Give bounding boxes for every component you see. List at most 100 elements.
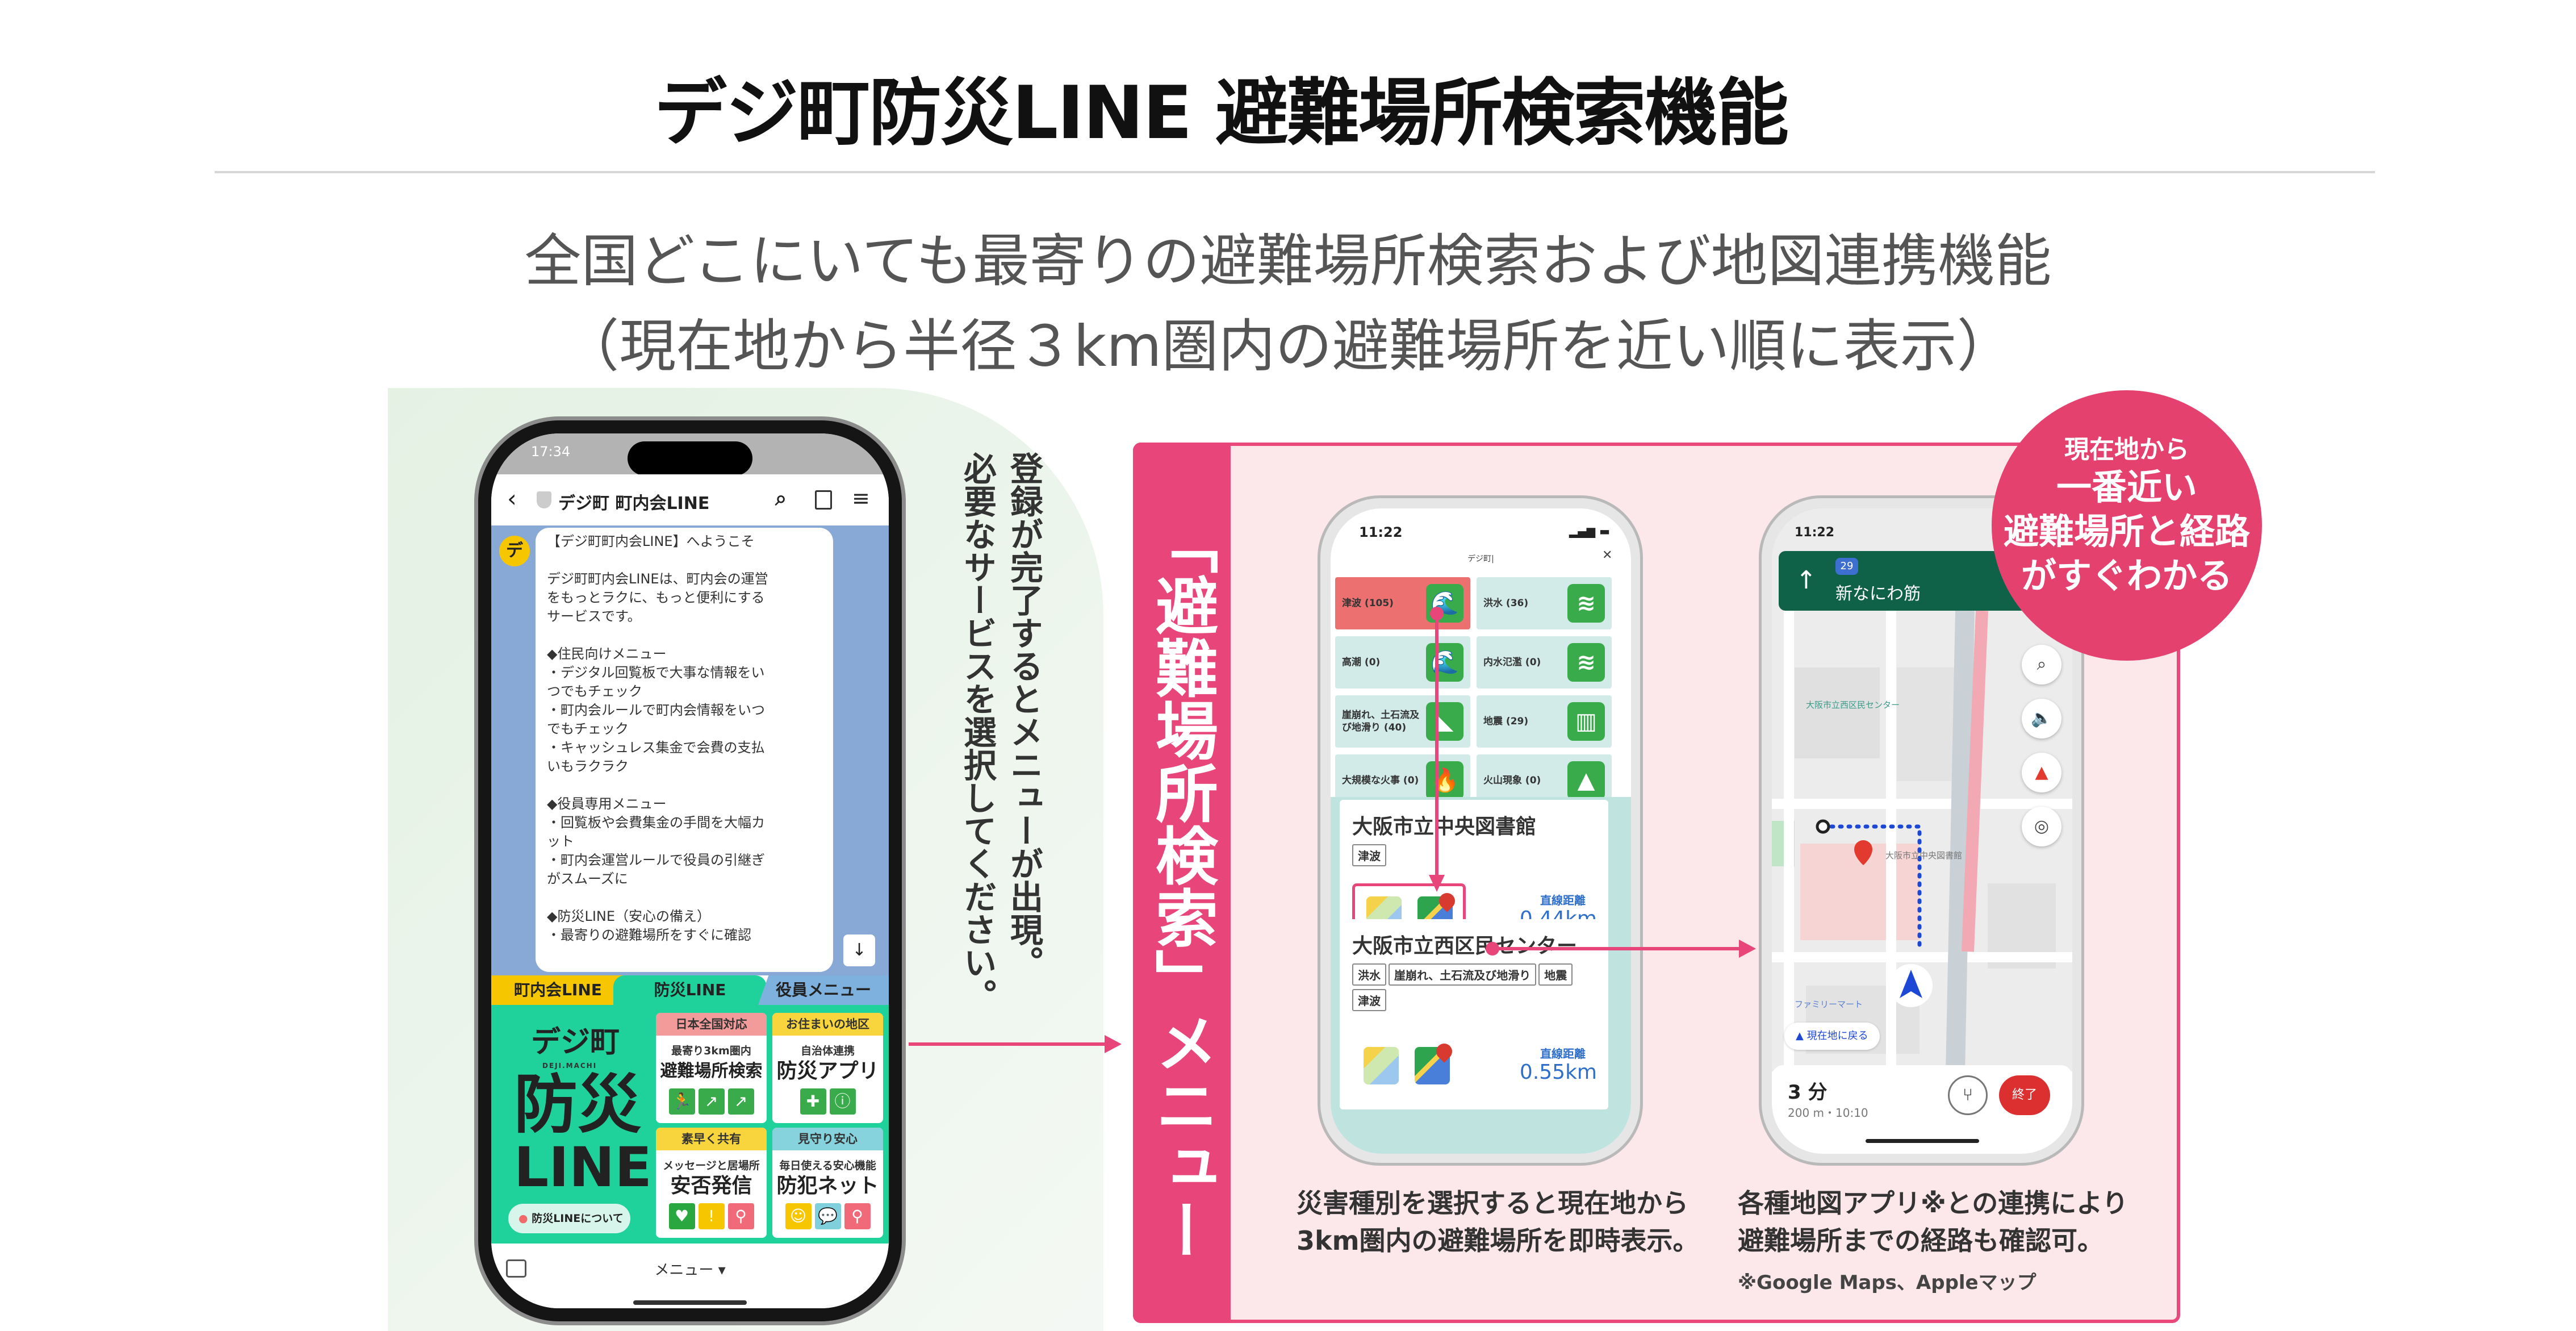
page-title: デジ町防災LINE 避難場所検索機能 [654, 71, 1789, 156]
search-phone: 11:22 ▂▄▆ ▬ デジ町| ✕ 津波 (105)🌊洪水 (36)≋高潮 (… [1318, 495, 1643, 1166]
location-button[interactable]: ◎ [2022, 807, 2061, 846]
map-phone: 11:22 ↑ 29 新なにわ筋 大阪市立西区民センター 大阪市立中央図書館 フ… [1759, 495, 2084, 1166]
location-pin-icon: ⚲ [844, 1203, 871, 1229]
back-icon[interactable]: ‹ [507, 485, 517, 512]
card-header: 素早く共有 [656, 1128, 767, 1150]
route-number-badge: 29 [1835, 558, 1858, 575]
distance-label: 直線距離 [1540, 1047, 1586, 1061]
hazard-tile[interactable]: 地震 (29)▥ [1477, 695, 1612, 748]
menu-banner-text: 「避難場所検索」メニュー [1145, 511, 1218, 1261]
card-subtitle: 最寄り3km圏内 [671, 1045, 751, 1057]
hazard-label: 大規模な火事 (0) [1342, 775, 1419, 786]
keyboard-icon[interactable] [506, 1259, 526, 1278]
status-time: 17:34 [531, 444, 571, 460]
notes-icon[interactable] [815, 490, 832, 510]
apple-maps-icon[interactable] [1364, 1047, 1399, 1084]
hazard-tile[interactable]: 高潮 (0)🌊 [1335, 636, 1470, 689]
map-block [1795, 667, 1880, 758]
shield-icon [537, 491, 551, 508]
warning-icon: ! [698, 1203, 725, 1229]
menu-toggle[interactable]: メニュー ▾ [654, 1262, 726, 1279]
map-search-button[interactable]: ⌕ [2022, 645, 2061, 685]
hazard-tag: 津波 [1352, 844, 1386, 866]
search-caption-line-1: 災害種別を選択すると現在地から [1297, 1188, 1688, 1219]
menu-card[interactable]: お住まいの地区 自治体連携 防災アプリ ✚ⓘ [772, 1013, 883, 1123]
hazard-tag: 洪水 [1352, 963, 1386, 986]
divider [215, 171, 2375, 173]
straight-arrow-icon: ↑ [1796, 566, 1817, 595]
line-screen: 17:34 ‹ デジ町 町内会LINE ⌕ ≡ デ 【デジ町町内会LINE】へよ… [491, 433, 889, 1308]
home-indicator [1866, 1139, 1979, 1143]
inland-flood-icon: ≋ [1567, 643, 1605, 682]
menu-card[interactable]: 見守り安心 毎日使える安心機能 防犯ネット ☺💬⚲ [772, 1128, 883, 1238]
card-subtitle: 毎日使える安心機能 [779, 1159, 876, 1172]
recenter-label: 現在地に戻る [1806, 1030, 1868, 1042]
sound-button[interactable]: 🔈 [2022, 699, 2061, 738]
about-bousai-line-button[interactable]: ● 防災LINEについて [508, 1204, 630, 1233]
map-apps-note: ※Google Maps、Appleマップ [1738, 1271, 2036, 1294]
instruction-line-2: 必要なサービスを選択してください。 [958, 452, 997, 1012]
home-indicator [633, 1300, 747, 1305]
street-name: 新なにわ筋 [1835, 584, 1921, 604]
route-options-button[interactable]: ⑂ [1948, 1075, 1988, 1115]
google-maps-icon[interactable] [1415, 1047, 1450, 1084]
logo-bousai: 防災 [514, 1068, 641, 1142]
landslide-icon: ◣ [1426, 702, 1463, 741]
nav-arrow [1900, 970, 1922, 998]
menu-banner-strip [1133, 443, 1231, 1323]
tab-officer-menu[interactable]: 役員メニュー [758, 975, 889, 1005]
menu-card[interactable]: 日本全国対応 最寄り3km圏内 避難場所検索 🏃↗↗ [656, 1013, 767, 1123]
route-line [1821, 824, 1922, 948]
compass-button[interactable]: ▲ [2022, 753, 2061, 792]
card-title: 防犯ネット [776, 1174, 879, 1198]
distance-value: 0.55km [1519, 1061, 1597, 1084]
logo-line: LINE [514, 1136, 652, 1199]
hazard-tile[interactable]: 崖崩れ、土石流及び地滑り (40)◣ [1335, 695, 1470, 748]
smiley-icon: ☺ [785, 1203, 812, 1229]
shelter-result[interactable]: 大阪市立西区民センター 洪水崖崩れ、土石流及び地滑り地震津波 直線距離 0.55… [1340, 919, 1608, 1109]
map-screen: 11:22 ↑ 29 新なにわ筋 大阪市立西区民センター 大阪市立中央図書館 フ… [1772, 508, 2072, 1154]
end-navigation-button[interactable]: 終了 [1999, 1075, 2050, 1115]
scroll-down-button[interactable]: ↓ [843, 934, 875, 966]
hazard-label: 内水氾濫 (0) [1483, 657, 1541, 668]
avatar[interactable]: デ [499, 536, 530, 566]
evacuation-icon: 🏃 [668, 1088, 695, 1115]
search-icon[interactable]: ⌕ [775, 487, 787, 510]
search-screen: 11:22 ▂▄▆ ▬ デジ町| ✕ 津波 (105)🌊洪水 (36)≋高潮 (… [1331, 508, 1631, 1154]
close-icon[interactable]: ✕ [1602, 548, 1613, 562]
badge-line-4: がすぐわかる [2021, 555, 2232, 596]
badge-line-2: 一番近い [2056, 466, 2197, 508]
recenter-button[interactable]: ▲ 現在地に戻る [1784, 1023, 1880, 1050]
hazard-tag: 地震 [1538, 963, 1573, 986]
hazard-tile[interactable]: 洪水 (36)≋ [1477, 577, 1612, 629]
welcome-message: 【デジ町町内会LINE】へようこそ デジ町町内会LINEは、町内会の運営 をもっ… [536, 528, 833, 972]
subtitle-line-1: 全国どこにいても最寄りの避難場所検索および地図連携機能 [524, 228, 2052, 294]
hazard-tags: 津波 [1352, 844, 1591, 870]
results-list: 大阪市立中央図書館 津波 直線距離 0.44km大阪市立西区民センター 洪水崖崩… [1331, 797, 1631, 1154]
tab-chounaikai-line[interactable]: 町内会LINE [491, 975, 625, 1005]
subtitle-line-2: （現在地から半径３km圏内の避難場所を近い順に表示） [562, 313, 2014, 379]
chat-header: ‹ デジ町 町内会LINE ⌕ ≡ [491, 474, 889, 525]
red-pin [1854, 840, 1872, 865]
hazard-tile[interactable]: 内水氾濫 (0) ≋ [1477, 636, 1612, 689]
map-app-links [1352, 1037, 1466, 1099]
tab-bousai-line[interactable]: 防災LINE [613, 975, 767, 1005]
card-subtitle: 自治体連携 [800, 1045, 855, 1057]
menu-icon[interactable]: ≡ [852, 486, 870, 511]
hazard-label: 津波 (105) [1342, 598, 1394, 609]
map-block [1897, 667, 1959, 781]
logo-sub: DEJI.MACHI [542, 1062, 597, 1070]
earthquake-icon: ▥ [1567, 702, 1605, 741]
hazard-tile[interactable]: 津波 (105)🌊 [1335, 577, 1470, 629]
map-caption-line-1: 各種地図アプリ※との連携により [1738, 1188, 2128, 1219]
menu-card[interactable]: 素早く共有 メッセージと居場所 安否発信 ♥!⚲ [656, 1128, 767, 1238]
shelter-icon: ↗ [698, 1088, 725, 1115]
map-rail [1962, 610, 1988, 952]
status-time: 11:22 [1359, 524, 1403, 540]
map-avenue [1944, 610, 1975, 1154]
first-aid-icon: ✚ [800, 1088, 826, 1115]
map-caption: 各種地図アプリ※との連携により 避難場所までの経路も確認可。 [1738, 1184, 2128, 1259]
hazard-tags: 洪水崖崩れ、土石流及び地滑り地震津波 [1352, 963, 1591, 1015]
app-title: デジ町| [1467, 554, 1494, 564]
trip-panel: 3 分 200 m・10:10 ⑂ 終了 [1772, 1065, 2072, 1154]
